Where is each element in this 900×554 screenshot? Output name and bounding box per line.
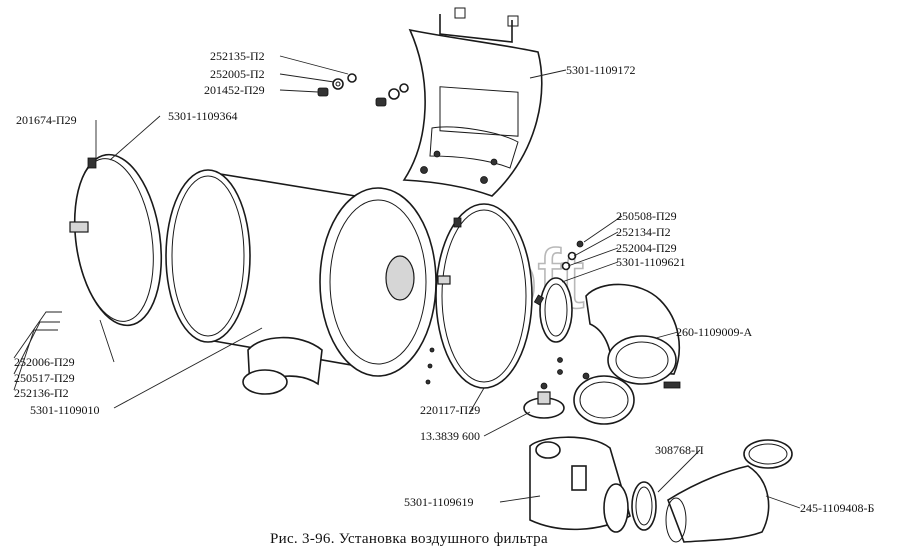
clamp-small bbox=[631, 439, 793, 531]
label-252006-p29: 252006-П29 bbox=[14, 355, 75, 369]
label-5301-1109010: 5301-1109010 bbox=[30, 403, 100, 417]
label-250508-p29: 250508-П29 bbox=[616, 209, 677, 223]
label-5301-1109172: 5301-1109172 bbox=[566, 63, 636, 77]
filter-housing bbox=[165, 169, 437, 395]
label-260-1109009-a: 260-1109009-А bbox=[676, 325, 753, 339]
figure-caption: Рис. 3-96. Установка воздушного фильтра bbox=[270, 531, 548, 547]
label-220117-p29: 220117-П29 bbox=[420, 403, 480, 417]
label-308768-p: 308768-П bbox=[655, 443, 704, 457]
elbow-upper bbox=[585, 283, 681, 389]
part-labels: 252135-П2 252005-П2 201452-П29 5301-1109… bbox=[14, 49, 875, 515]
fasteners-top bbox=[317, 73, 409, 107]
vacuum-sensor bbox=[523, 382, 565, 419]
label-13-3839-600: 13.3839 600 bbox=[420, 429, 480, 443]
label-252005-p2: 252005-П2 bbox=[210, 67, 265, 81]
label-252134-p2: 252134-П2 bbox=[616, 225, 671, 239]
lower-pipe bbox=[529, 436, 631, 533]
rubber-hose bbox=[665, 465, 770, 543]
label-245-1109408-b: 245-1109408-Б bbox=[800, 501, 875, 515]
label-5301-1109364: 5301-1109364 bbox=[168, 109, 238, 123]
nipple-assembly bbox=[533, 240, 584, 343]
label-252135-p2: 252135-П2 bbox=[210, 49, 265, 63]
label-252004-p29: 252004-П29 bbox=[616, 241, 677, 255]
label-201674-p29: 201674-П29 bbox=[16, 113, 77, 127]
label-252136-p2: 252136-П2 bbox=[14, 386, 69, 400]
label-250517-p29: 250517-П29 bbox=[14, 371, 75, 385]
label-201452-p29: 201452-П29 bbox=[204, 83, 265, 97]
label-5301-1109621: 5301-1109621 bbox=[616, 255, 686, 269]
filter-bracket bbox=[402, 7, 543, 197]
leader-lines bbox=[13, 55, 801, 509]
label-5301-1109619: 5301-1109619 bbox=[404, 495, 474, 509]
clamp-lower bbox=[557, 357, 635, 425]
clamp-ring bbox=[69, 153, 163, 327]
filter-cover bbox=[425, 203, 533, 389]
